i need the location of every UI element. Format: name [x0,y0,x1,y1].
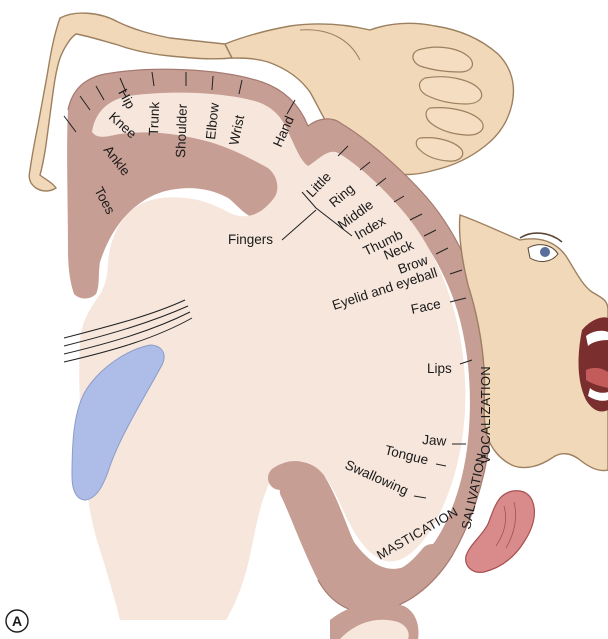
iris-shape [540,247,550,257]
label-lips: Lips [427,361,452,376]
label-shoulder: Shoulder [173,103,190,158]
panel-label-text: A [12,613,22,629]
label-fingers: Fingers [228,232,273,247]
label-vocalization: VOCALIZATION [478,366,493,464]
label-jaw: Jaw [422,432,447,449]
panel-label: A [6,610,28,632]
label-trunk: Trunk [146,101,162,136]
